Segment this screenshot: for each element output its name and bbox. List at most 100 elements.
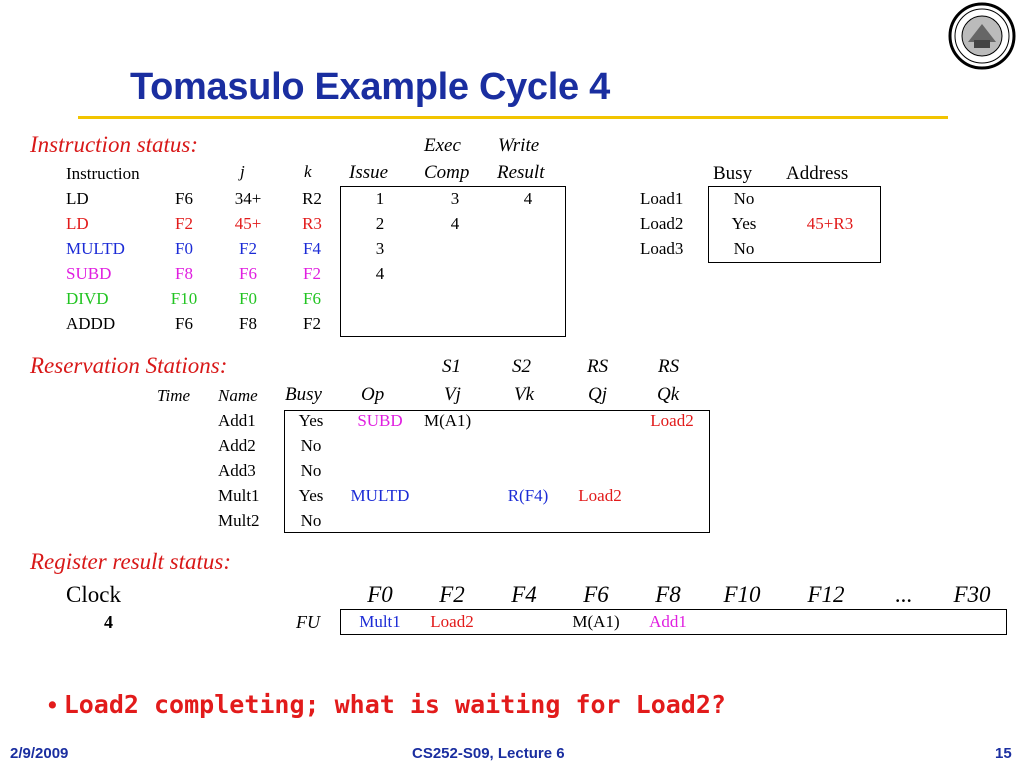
rs-name: Add2 (218, 436, 256, 455)
vj-header: Vj (444, 384, 461, 405)
clock-value: 4 (104, 612, 113, 632)
instr-op: SUBD (66, 264, 112, 283)
comp-header: Comp (424, 162, 470, 183)
instr-j: F6 (175, 189, 193, 208)
instr-kreg: R3 (302, 214, 322, 233)
bullet-dot: • (48, 691, 64, 719)
reservation-stations-box (284, 410, 710, 533)
register-fu-value: M(A1) (572, 612, 620, 631)
instr-comp: 4 (450, 214, 460, 233)
instr-issue: 4 (375, 264, 385, 283)
instr-op: ADDD (66, 314, 116, 333)
load-buffer-address: 45+R3 (806, 214, 854, 233)
register-header: ... (895, 582, 913, 607)
footer-page-number: 15 (995, 745, 1012, 762)
vk-header: Vk (514, 384, 535, 405)
load-buffer-busy: Yes (731, 214, 757, 233)
instr-issue: 3 (375, 239, 385, 258)
instr-k: F2 (239, 239, 257, 258)
rs-busy: No (300, 436, 322, 455)
rs-op: SUBD (357, 411, 403, 430)
instr-op: MULTD (66, 239, 125, 258)
instr-k: F0 (239, 289, 257, 308)
rs-busy: Yes (298, 411, 324, 430)
load-buffer-name: Load2 (640, 214, 684, 233)
instr-result: 4 (523, 189, 533, 208)
rs-busy: No (300, 461, 322, 480)
register-header: F4 (511, 582, 537, 607)
instruction-status-label: Instruction status: (30, 132, 199, 157)
clock-label: Clock (66, 582, 121, 607)
load-buffer-busy: No (733, 239, 755, 258)
register-header: F10 (723, 582, 761, 607)
rs-name: Mult1 (218, 486, 260, 505)
instr-issue: 1 (375, 189, 385, 208)
instr-issue: 2 (375, 214, 385, 233)
instr-kreg: R2 (302, 189, 322, 208)
s2-header: S2 (512, 356, 531, 377)
instr-j: F10 (170, 289, 198, 308)
rs-header-1: RS (587, 356, 609, 377)
s1-header: S1 (442, 356, 461, 377)
op-header: Op (361, 384, 385, 405)
load-buffer-name: Load1 (640, 189, 684, 208)
instruction-status-box (340, 186, 566, 337)
instr-op: LD (66, 189, 89, 208)
rs-busy: Yes (298, 486, 324, 505)
instr-k: F8 (239, 314, 257, 333)
rs-header-2: RS (658, 356, 680, 377)
write-header: Write (498, 135, 540, 156)
instr-kreg: F2 (303, 264, 321, 283)
rs-qk: Load2 (650, 411, 694, 430)
issue-header: Issue (349, 162, 389, 183)
instr-j: F6 (175, 314, 193, 333)
instr-j: F2 (175, 214, 193, 233)
reservation-stations-label: Reservation Stations: (30, 353, 228, 378)
register-fu-value: Mult1 (359, 612, 401, 631)
rs-name: Add1 (218, 411, 256, 430)
instr-k: F6 (239, 264, 257, 283)
register-header: F12 (807, 582, 845, 607)
k-header: k (304, 162, 312, 181)
qk-header: Qk (657, 384, 680, 405)
fu-label: FU (296, 612, 320, 632)
name-header: Name (218, 386, 258, 405)
load-buffer-box (708, 186, 881, 263)
register-header: F8 (655, 582, 681, 607)
register-result-box (340, 609, 1007, 635)
rs-busy: No (300, 511, 322, 530)
university-seal-icon (948, 2, 1016, 70)
exec-header: Exec (424, 135, 461, 156)
rs-op: MULTD (350, 486, 410, 505)
bullet-question: • Load2 completing; what is waiting for … (48, 690, 726, 720)
load-buffer-busy: No (733, 189, 755, 208)
rs-name: Add3 (218, 461, 256, 480)
register-result-status-label: Register result status: (30, 549, 232, 574)
instr-comp: 3 (450, 189, 460, 208)
bullet-text: Load2 completing; what is waiting for Lo… (63, 690, 726, 719)
register-header: F30 (953, 582, 991, 607)
instr-kreg: F6 (303, 289, 321, 308)
footer-course: CS252-S09, Lecture 6 (412, 745, 565, 762)
instr-kreg: F4 (303, 239, 321, 258)
j-header: j (240, 162, 245, 181)
rs-busy-header: Busy (285, 384, 322, 405)
footer-date: 2/9/2009 (10, 745, 69, 762)
load-buffer-name: Load3 (640, 239, 684, 258)
rs-qj: Load2 (578, 486, 622, 505)
instr-op: DIVD (66, 289, 109, 308)
title-rule (78, 116, 948, 119)
register-header: F6 (583, 582, 609, 607)
instr-j: F0 (175, 239, 193, 258)
register-fu-value: Add1 (649, 612, 687, 631)
rs-name: Mult2 (218, 511, 260, 530)
instr-op: LD (66, 214, 89, 233)
address-header: Address (786, 163, 849, 184)
register-fu-value: Load2 (430, 612, 474, 631)
instr-kreg: F2 (303, 314, 321, 333)
rs-vj: M(A1) (424, 411, 472, 430)
instr-k: 34+ (234, 189, 262, 208)
instr-k: 45+ (234, 214, 262, 233)
instr-j: F8 (175, 264, 193, 283)
qj-header: Qj (588, 384, 607, 405)
